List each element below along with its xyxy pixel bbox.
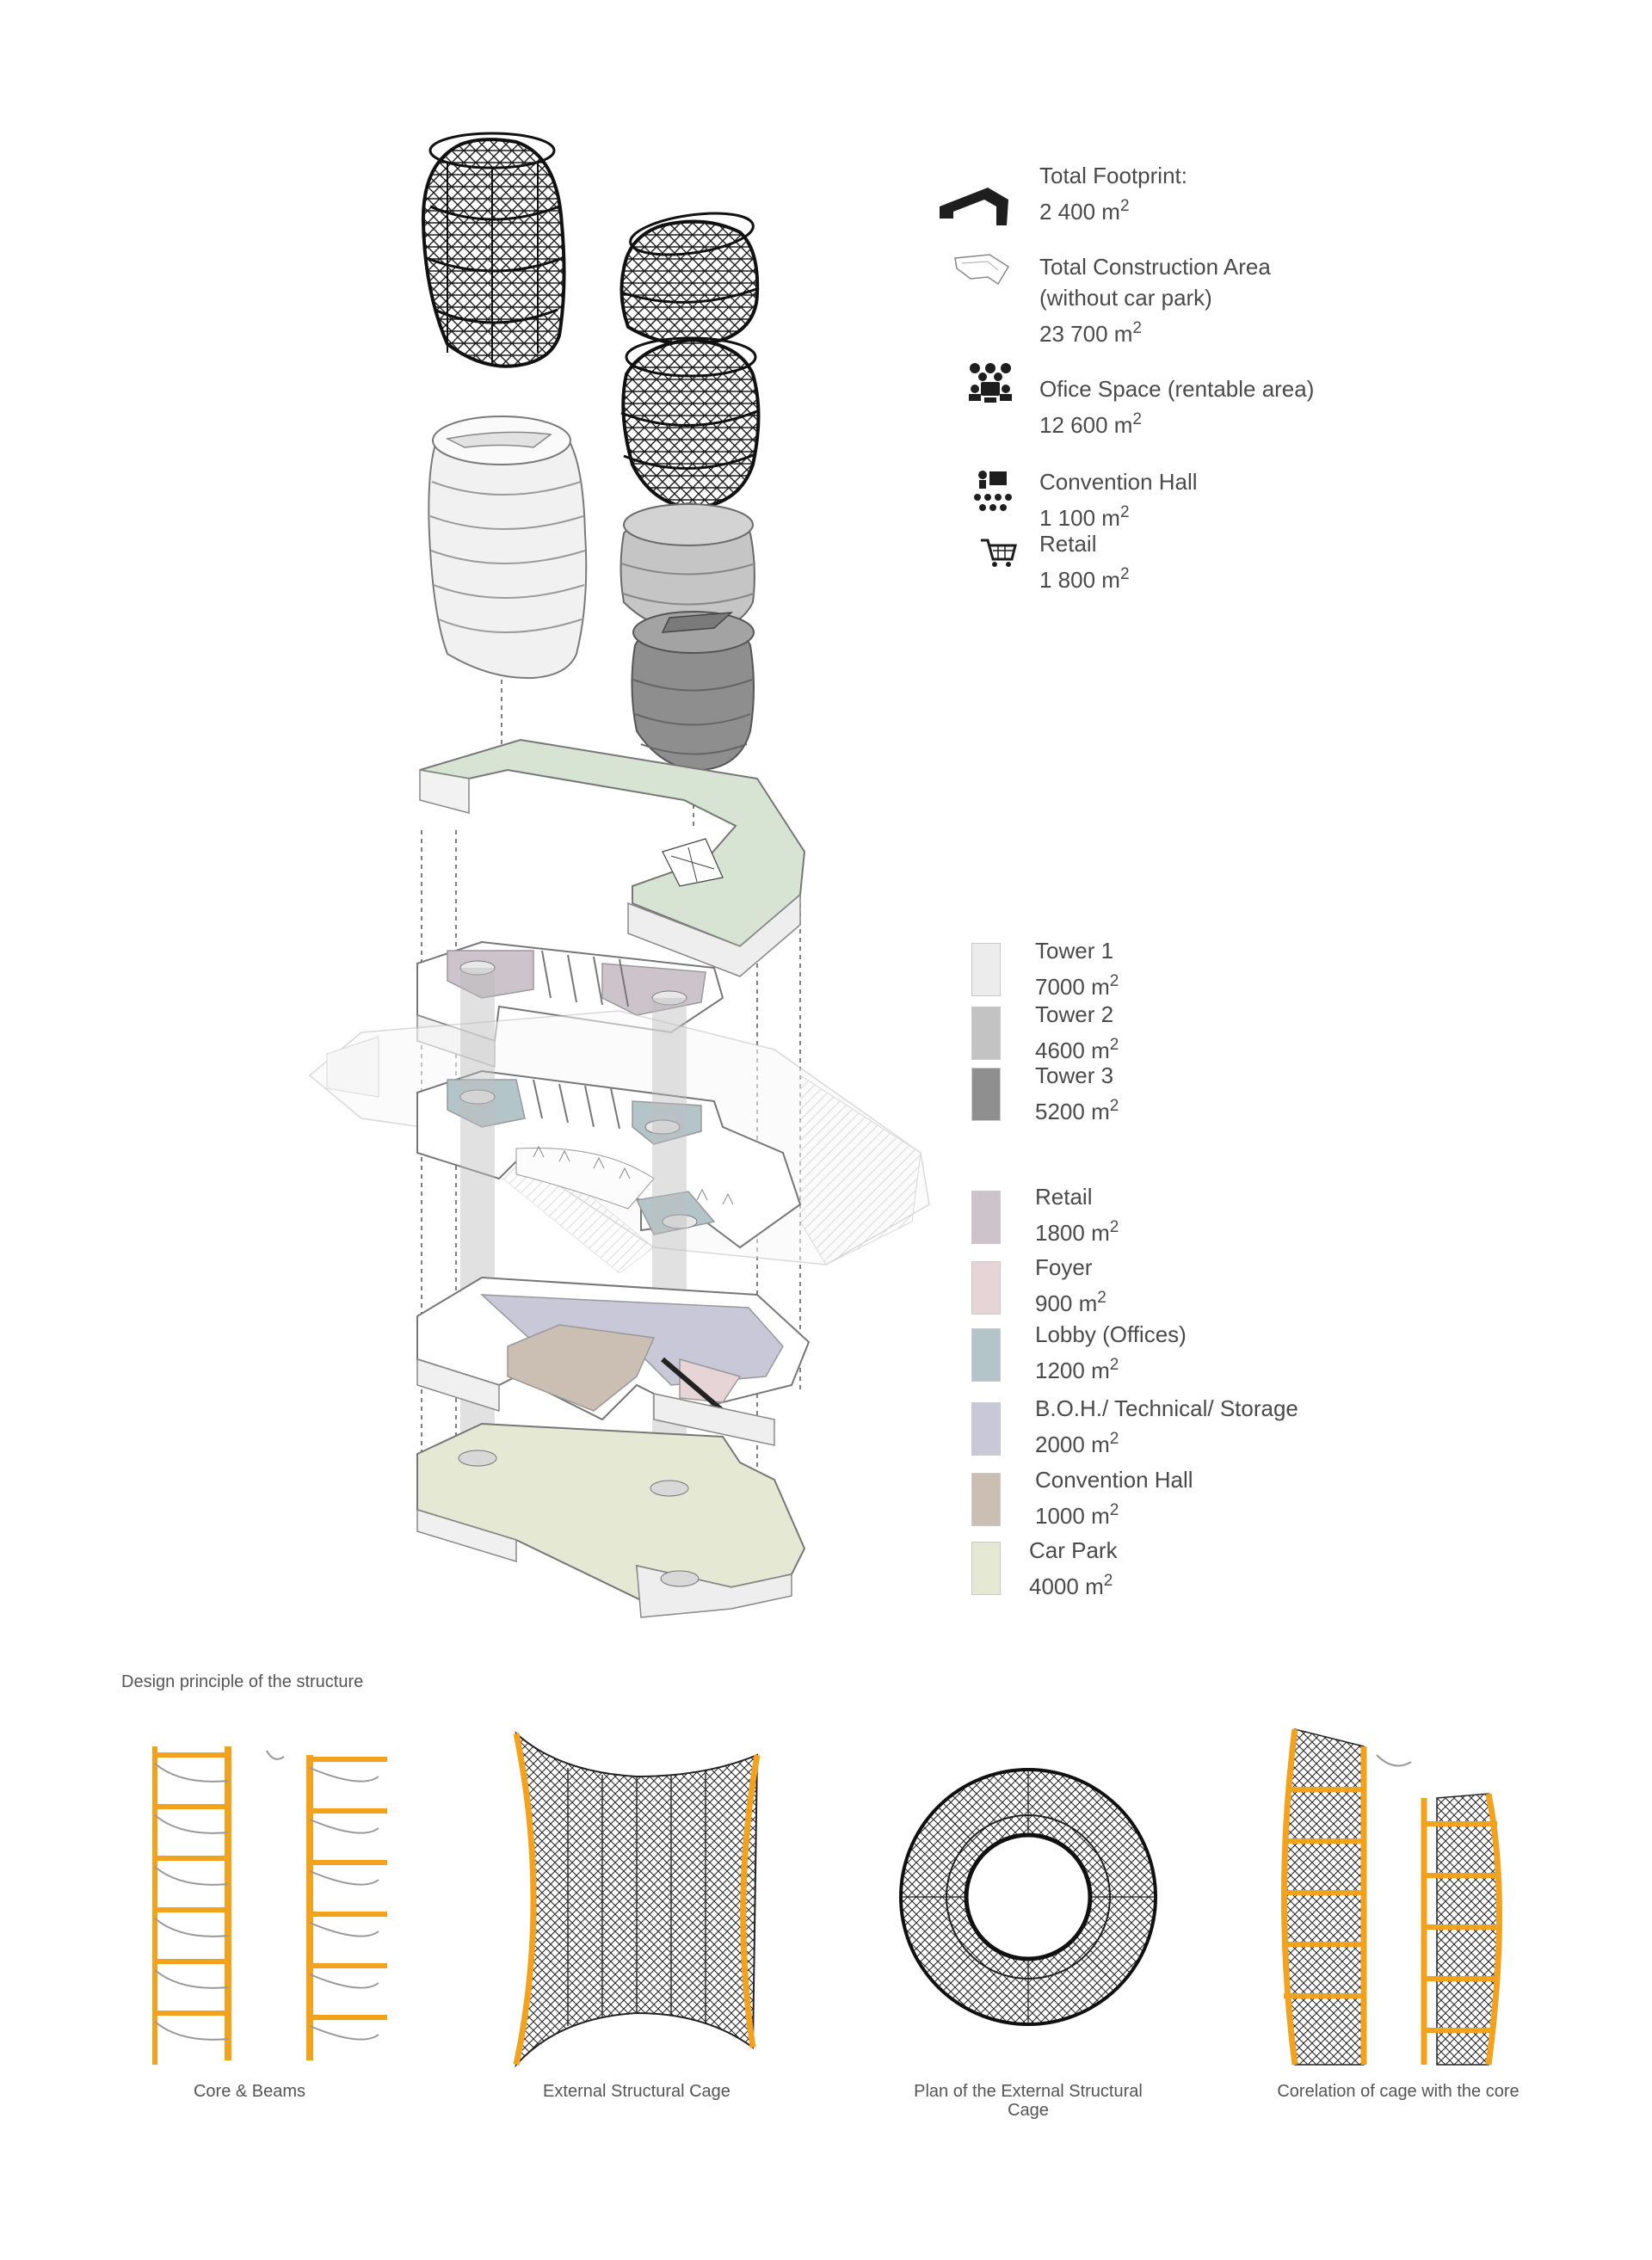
legend-entry-tower-3: Tower 3 5200 m2 — [1035, 1062, 1119, 1124]
stat-total-construction-area: Total Construction Area (without car par… — [1039, 251, 1271, 349]
caption-external-structural-cage: External Structural Cage — [543, 2082, 730, 2101]
roof-level — [419, 738, 806, 977]
car-park-level — [416, 1422, 806, 1618]
tower-3-structural-cage — [620, 336, 761, 527]
construction-area-icon — [954, 254, 1010, 286]
stat-label-note: (without car park) — [1039, 285, 1212, 311]
stat-value: 23 700 m2 — [1039, 319, 1142, 347]
legend-entry-boh: B.O.H./ Technical/ Storage 2000 m2 — [1035, 1395, 1298, 1457]
legend-entry-lobby: Lobby (Offices) 1200 m2 — [1035, 1321, 1187, 1383]
legend-swatch-tower-1 — [971, 943, 1001, 996]
legend-swatch-foyer — [971, 1261, 1001, 1315]
legend-swatch-lobby — [971, 1328, 1001, 1382]
stat-value: 2 400 m2 — [1039, 197, 1130, 225]
convention-hall-icon — [974, 471, 1012, 511]
legend-swatch-car-park — [971, 1542, 1001, 1595]
legend-entry-tower-1: Tower 1 7000 m2 — [1035, 938, 1119, 1000]
stat-label: Total Footprint: — [1039, 163, 1187, 188]
tower-3-floor-stack — [631, 611, 755, 772]
caption-core-and-beams: Core & Beams — [193, 2082, 306, 2101]
tower-1-floor-stack — [428, 416, 588, 680]
legend-entry-foyer: Foyer 900 m2 — [1035, 1254, 1106, 1316]
stat-value: 1 800 m2 — [1039, 565, 1130, 593]
tower-2-floor-stack — [620, 502, 756, 634]
shopping-cart-icon — [981, 539, 1017, 567]
core-and-beams-drawing — [152, 1746, 387, 2065]
exploded-axonometric-diagram — [308, 132, 1017, 1618]
stat-label: Convention Hall — [1039, 469, 1198, 495]
stat-label: Ofice Space (rentable area) — [1039, 376, 1315, 402]
footprint-icon — [940, 188, 1008, 225]
structure-principle-drawings — [152, 1728, 1502, 2068]
legend-entry-retail: Retail 1800 m2 — [1035, 1184, 1119, 1246]
stat-label: Total Construction Area — [1039, 254, 1271, 280]
caption-plan-of-cage: Plan of the External Structural Cage — [914, 2082, 1143, 2120]
stat-value: 1 100 m2 — [1039, 503, 1130, 531]
legend-swatch-retail — [971, 1191, 1001, 1244]
office-people-icon — [969, 363, 1012, 403]
stat-total-footprint: Total Footprint: 2 400 m2 — [1039, 160, 1187, 227]
stat-value: 12 600 m2 — [1039, 410, 1142, 438]
convention-level — [416, 1276, 811, 1446]
external-structural-cage-drawing — [513, 1731, 761, 2068]
tower-1-structural-cage — [421, 132, 566, 368]
lobby-level — [416, 1069, 802, 1249]
legend-swatch-tower-3 — [971, 1068, 1001, 1121]
legend-entry-car-park: Car Park 4000 m2 — [1029, 1537, 1118, 1599]
caption-cage-core-correlation: Corelation of cage with the core — [1277, 2082, 1519, 2101]
cage-core-correlation-drawing — [1281, 1728, 1502, 2066]
legend-swatch-tower-2 — [971, 1007, 1001, 1060]
legend-entry-convention-hall: Convention Hall 1000 m2 — [1035, 1467, 1193, 1529]
tower-2-structural-cage — [620, 212, 760, 346]
cage-plan-drawing — [899, 1768, 1157, 2026]
stat-label: Retail — [1039, 531, 1097, 557]
stat-convention-hall: Convention Hall 1 100 m2 — [1039, 466, 1198, 533]
stat-retail: Retail 1 800 m2 — [1039, 528, 1130, 595]
stat-office-space: Ofice Space (rentable area) 12 600 m2 — [1039, 373, 1314, 440]
legend-entry-tower-2: Tower 2 4600 m2 — [1035, 1001, 1119, 1063]
legend-swatch-convention-hall — [971, 1473, 1001, 1526]
legend-swatch-boh — [971, 1402, 1001, 1456]
structure-section-title: Design principle of the structure — [121, 1672, 364, 1691]
